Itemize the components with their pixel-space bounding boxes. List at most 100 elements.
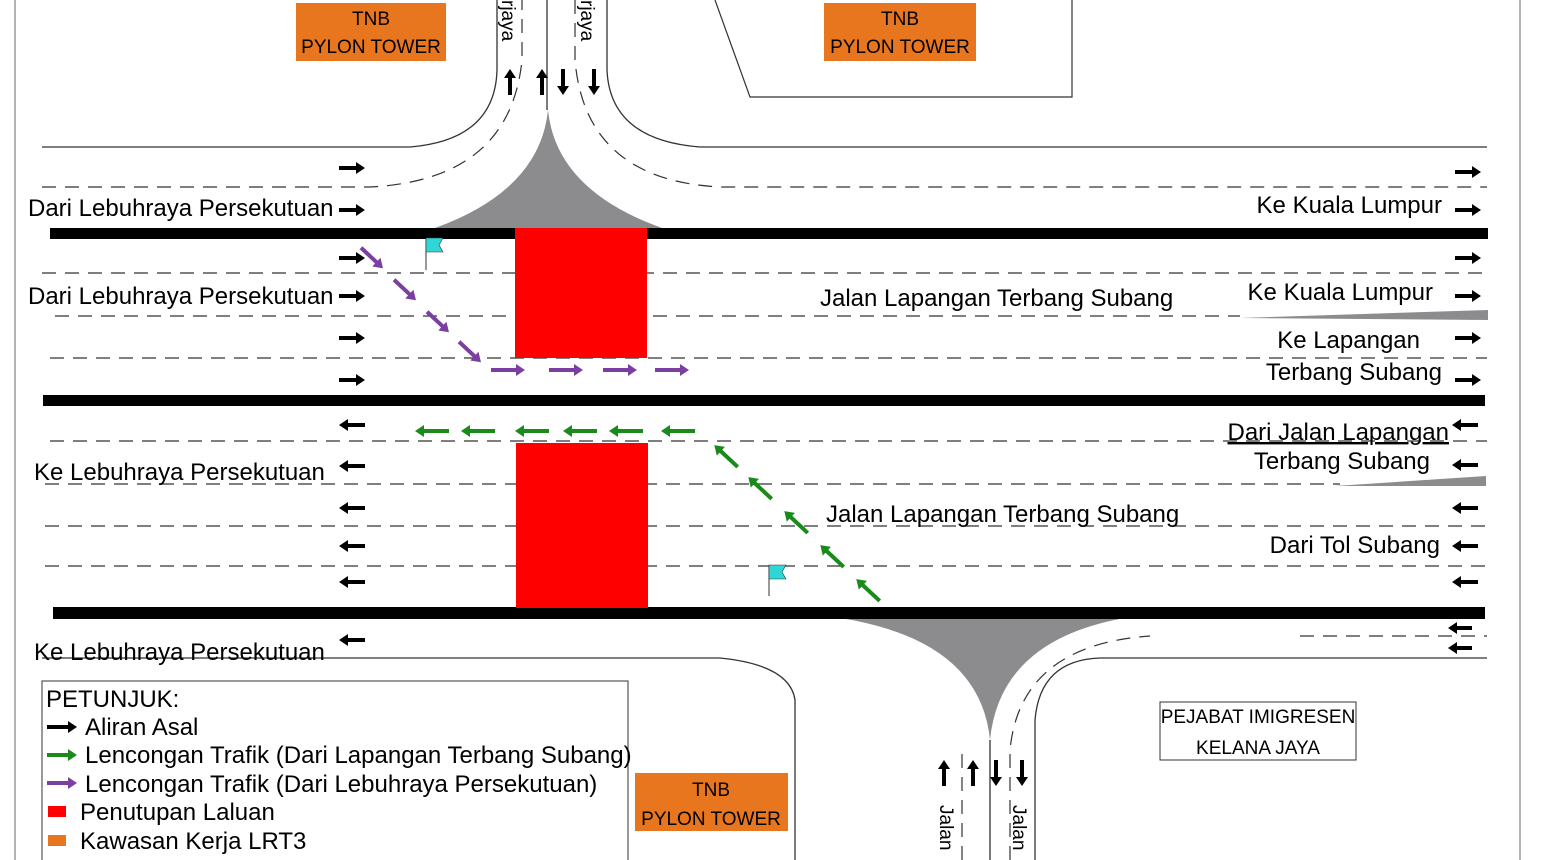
pylon-label: PYLON TOWER [830, 37, 970, 58]
road-name-lower: Jalan Lapangan Terbang Subang [826, 501, 1179, 528]
arrow-icon [1452, 502, 1478, 514]
arrow-icon [820, 545, 846, 569]
pylon-label: PYLON TOWER [301, 37, 441, 58]
legend-arrow-icon [47, 777, 77, 789]
arrow-icon [425, 310, 449, 333]
arrow-icon [748, 477, 774, 501]
taper-upper [1240, 310, 1488, 320]
pylon-label: TNB [692, 780, 730, 801]
arrow-icon [603, 364, 637, 376]
pylon-tower-1: TNB PYLON TOWER [296, 3, 446, 61]
dashed-lanes [42, 0, 1487, 860]
median-bottom [840, 618, 1125, 740]
legend-item-label: Lencongan Trafik (Dari Lapangan Terbang … [85, 742, 632, 769]
arrow-icon [1455, 290, 1481, 302]
label-to-kl: Ke Kuala Lumpur [1257, 192, 1442, 219]
legend-swatch [48, 806, 66, 817]
office-label: KELANA JAYA [1196, 738, 1320, 759]
arrow-icon [457, 340, 481, 363]
road-name-bottom-left: Jalan [935, 805, 956, 850]
flag-icon [425, 237, 444, 270]
flow-arrows [339, 69, 1481, 786]
median-top [435, 110, 662, 228]
top-road-edges [42, 0, 1487, 860]
legend-arrow-icon [47, 721, 77, 733]
arrow-icon [1455, 332, 1481, 344]
arrow-icon [339, 290, 365, 302]
label-from-federal: Dari Lebuhraya Persekutuan [28, 195, 334, 222]
arrow-icon [588, 69, 600, 95]
arrow-icon [536, 69, 548, 95]
road-name-upper: Jalan Lapangan Terbang Subang [820, 285, 1173, 312]
legend-item-label: Kawasan Kerja LRT3 [80, 828, 306, 855]
pylon-tower-2: TNB PYLON TOWER [824, 3, 976, 61]
label-to-federal: Ke Lebuhraya Persekutuan [34, 639, 325, 666]
arrow-icon [655, 364, 689, 376]
arrow-icon [415, 425, 449, 437]
road-closure-upper [515, 228, 647, 358]
office-label: PEJABAT IMIGRESEN [1161, 707, 1356, 728]
legend-arrow-icon [47, 749, 77, 761]
flag-icon [768, 564, 787, 596]
arrow-icon [339, 540, 365, 552]
road-name-top-right: rjaya [576, 0, 597, 42]
label-to-airport: Terbang Subang [1266, 359, 1442, 386]
legend-item-label: Aliran Asal [85, 714, 198, 741]
legend-title: PETUNJUK: [46, 686, 179, 713]
label-from-federal: Dari Lebuhraya Persekutuan [28, 283, 334, 310]
road-name-bottom-right: Jalan [1008, 805, 1029, 850]
legend-item-label: Penutupan Laluan [80, 799, 275, 826]
arrow-icon [339, 576, 365, 588]
arrow-icon [515, 425, 549, 437]
label-to-federal: Ke Lebuhraya Persekutuan [34, 459, 325, 486]
arrow-icon [1452, 459, 1478, 471]
label-from-airport-road: Terbang Subang [1254, 448, 1430, 475]
arrow-icon [1455, 374, 1481, 386]
arrow-icon [339, 374, 365, 386]
arrow-icon [1448, 622, 1472, 634]
arrow-icon [1455, 166, 1481, 178]
legend-item-label: Lencongan Trafik (Dari Lebuhraya Perseku… [85, 771, 597, 798]
arrow-icon [339, 332, 365, 344]
arrow-icon [339, 252, 365, 264]
divider-2 [43, 395, 1485, 406]
road-name-top-left: rjaya [497, 0, 518, 42]
arrow-icon [563, 425, 597, 437]
arrow-icon [339, 502, 365, 514]
arrow-icon [339, 419, 365, 431]
arrow-icon [1016, 760, 1028, 786]
divider-3 [53, 607, 1485, 619]
label-to-kl: Ke Kuala Lumpur [1248, 279, 1433, 306]
pylon-label: PYLON TOWER [641, 809, 781, 830]
road-closure-lower [516, 443, 648, 608]
immigration-office: PEJABAT IMIGRESEN KELANA JAYA [1159, 701, 1357, 761]
arrow-icon [661, 425, 695, 437]
legend: PETUNJUK: Aliran Asal Lencongan Trafik (… [41, 680, 632, 860]
arrow-icon [938, 760, 950, 786]
arrow-icon [967, 760, 979, 786]
arrow-icon [1452, 576, 1478, 588]
arrow-icon [990, 760, 1002, 786]
taper-lower [1335, 476, 1486, 486]
divider-1 [50, 228, 1488, 239]
arrow-icon [1448, 642, 1472, 654]
arrow-icon [557, 69, 569, 95]
arrow-icon [1452, 540, 1478, 552]
pylon-tower-3: TNB PYLON TOWER [635, 773, 788, 831]
arrow-icon [549, 364, 583, 376]
arrow-icon [461, 425, 495, 437]
arrow-icon [609, 425, 643, 437]
arrow-icon [392, 278, 416, 301]
legend-swatch [48, 835, 66, 846]
arrow-icon [339, 162, 365, 174]
arrow-icon [339, 204, 365, 216]
label-from-airport-road: Dari Jalan Lapangan [1228, 419, 1450, 446]
arrow-icon [784, 511, 810, 535]
arrow-icon [1455, 252, 1481, 264]
label-to-airport: Ke Lapangan [1277, 327, 1420, 354]
pylon-label: TNB [352, 9, 390, 30]
building-outline [714, 0, 1073, 98]
pylon-label: TNB [881, 9, 919, 30]
arrow-icon [339, 634, 365, 646]
